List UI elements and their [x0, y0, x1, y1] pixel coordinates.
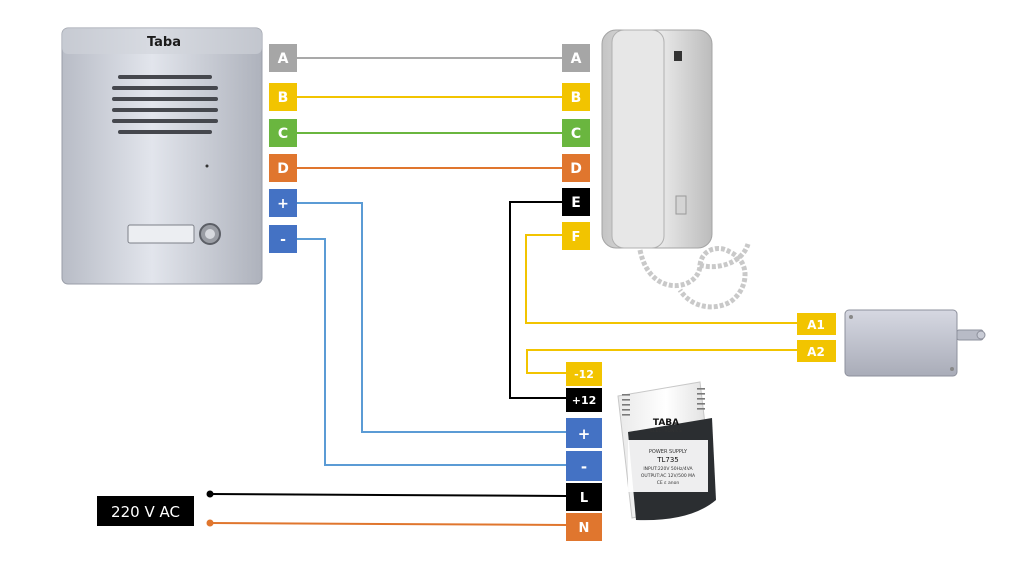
psu-line1: POWER SUPPLY [649, 449, 688, 455]
psu-line5: CE ε anon [657, 480, 680, 486]
svg-text:B: B [278, 90, 289, 106]
name-plate [127, 224, 195, 244]
handset-terminal-c: C [562, 119, 590, 147]
svg-text:A1: A1 [807, 318, 825, 332]
svg-text:N: N [579, 521, 590, 536]
door-panel: Taba [61, 27, 263, 285]
svg-text:D: D [570, 161, 582, 177]
psu-terminal-minus: - [566, 451, 602, 481]
svg-text:A2: A2 [807, 345, 825, 359]
psu-terminal-n: N [566, 513, 602, 541]
handset-terminal-f: F [562, 222, 590, 250]
panel-terminal-a: A [269, 44, 297, 72]
mains-label: 220 V AC [97, 496, 194, 526]
panel-terminal-minus: - [269, 225, 297, 253]
wire-plus [297, 202, 566, 433]
microphone-hole [205, 164, 209, 168]
handset-terminal-e: E [562, 188, 590, 216]
psu-model: TL735 [656, 456, 679, 464]
svg-text:A: A [571, 51, 582, 67]
power-supply: TABA ELECTRONICS POWER SUPPLY TL735 INPU… [617, 381, 716, 521]
lock-terminal-a1: A1 [797, 313, 836, 335]
panel-terminal-d: D [269, 154, 297, 182]
psu-line3: INPUT:220V 50Hz/4VA [643, 466, 693, 472]
mains-label-text: 220 V AC [111, 503, 180, 521]
svg-text:+: + [277, 196, 289, 212]
svg-text:+12: +12 [572, 394, 597, 407]
svg-text:C: C [278, 126, 288, 142]
psu-terminal-l: L [566, 483, 602, 511]
panel-terminal-b: B [269, 83, 297, 111]
wire-minus [297, 238, 566, 466]
intercom-handset [601, 29, 751, 310]
door-panel-brand: Taba [147, 35, 181, 50]
wire-l [209, 493, 567, 497]
wire-minus12-to-a2 [526, 349, 797, 374]
svg-text:F: F [572, 230, 581, 245]
wire-l-end-dot [206, 490, 214, 498]
lock-terminal-a2: A2 [797, 340, 836, 362]
psu-line4: OUTPUT:AC 12V/500 MA [641, 473, 696, 479]
wire-f-to-a1 [525, 234, 797, 324]
psu-brand: TABA [653, 418, 679, 428]
handset-badge [674, 51, 682, 61]
svg-text:A: A [278, 51, 289, 67]
wires [206, 57, 797, 527]
svg-text:+: + [578, 425, 591, 443]
wire-n-end-dot [206, 519, 214, 527]
door-lock [844, 309, 986, 377]
svg-text:-: - [581, 458, 587, 476]
speaker-grille [112, 75, 218, 134]
psu-brand-sub: ELECTRONICS [650, 428, 682, 434]
psu-terminal-plus12: +12 [566, 388, 602, 412]
wire-e-to-plus12 [509, 201, 566, 399]
psu-terminal-minus12: -12 [566, 362, 602, 386]
handset-terminal-a: A [562, 44, 590, 72]
panel-terminal-plus: + [269, 189, 297, 217]
wire-n [209, 522, 567, 526]
psu-terminal-plus: + [566, 418, 602, 448]
svg-text:C: C [571, 126, 581, 142]
coiled-cord [637, 243, 751, 310]
svg-text:-: - [280, 232, 286, 248]
handset-terminal-d: D [562, 154, 590, 182]
handset-terminal-b: B [562, 83, 590, 111]
svg-text:D: D [277, 161, 289, 177]
svg-text:E: E [571, 195, 581, 211]
handset-button[interactable] [675, 195, 687, 215]
svg-text:B: B [571, 90, 582, 106]
svg-text:L: L [580, 491, 588, 506]
panel-terminal-c: C [269, 119, 297, 147]
svg-text:-12: -12 [574, 368, 594, 381]
